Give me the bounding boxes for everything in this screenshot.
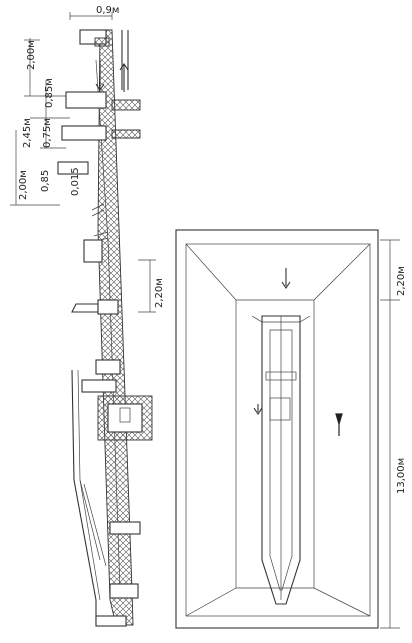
profile-member-1 bbox=[65, 91, 107, 109]
plan-box bbox=[265, 371, 297, 381]
profile-view: 0,9м 2,00м 0,85м 2,45м 0,75м 2,00м 0,85 … bbox=[10, 5, 165, 627]
profile-chamber-slot bbox=[119, 407, 131, 423]
profile-top-cap bbox=[94, 37, 110, 47]
dim-label-0-9: 0,9м bbox=[96, 5, 119, 16]
profile-lip bbox=[71, 303, 99, 313]
profile-member-8 bbox=[109, 521, 141, 535]
profile-member-4 bbox=[83, 239, 103, 263]
dim-label-2-45: 2,45м bbox=[22, 118, 33, 148]
flow-arrow-up bbox=[119, 63, 129, 92]
profile-sloped-base bbox=[97, 29, 134, 626]
profile-member-5 bbox=[97, 299, 119, 315]
plan-hip-bottom bbox=[185, 587, 371, 617]
plan-outer-boundary bbox=[175, 229, 379, 629]
plan-channel-top bbox=[251, 315, 311, 323]
profile-bracket bbox=[111, 99, 141, 111]
plan-grate bbox=[269, 397, 291, 421]
plan-arrow-top bbox=[281, 268, 291, 289]
dim-label-2-00-left: 2,00м bbox=[18, 170, 29, 200]
dim-label-0-85-left: 0,85 bbox=[40, 170, 51, 192]
dim-label-2-20-plan: 2,20м bbox=[396, 266, 407, 296]
plan-view: 2,20м 13,00м bbox=[175, 229, 407, 629]
profile-member-3 bbox=[57, 161, 89, 175]
plan-channel-inner bbox=[269, 329, 293, 591]
profile-inner-slope bbox=[95, 59, 121, 591]
profile-member-2 bbox=[61, 125, 107, 141]
profile-dimensions: 0,9м 2,00м 0,85м 2,45м 0,75м 2,00м 0,85 … bbox=[10, 5, 165, 313]
profile-lower-frame bbox=[71, 369, 97, 625]
profile-diag-1 bbox=[79, 479, 101, 561]
plan-hip-top bbox=[185, 243, 371, 301]
dim-label-0-015: 0,015 bbox=[70, 167, 81, 196]
dim-line-0-9 bbox=[69, 12, 113, 20]
profile-bottom-cap bbox=[95, 615, 127, 627]
profile-chamber-inner bbox=[107, 403, 143, 433]
dim-label-13-00: 13,00м bbox=[396, 458, 407, 494]
dim-label-0-75: 0,75м bbox=[42, 118, 53, 148]
profile-member-6 bbox=[95, 359, 121, 375]
profile-member-9 bbox=[109, 583, 139, 599]
profile-diag-2 bbox=[83, 483, 107, 567]
flow-arrow-down bbox=[95, 60, 105, 91]
dim-label-2-20-profile: 2,20м bbox=[154, 278, 165, 308]
plan-arrow-left bbox=[253, 404, 263, 415]
profile-bracket-2 bbox=[111, 129, 141, 139]
profile-member-7 bbox=[81, 379, 117, 393]
plan-arrow-right bbox=[335, 413, 343, 436]
dim-label-2-00-top: 2,00м bbox=[26, 40, 37, 70]
break-mark-1 bbox=[91, 203, 105, 217]
plan-channel bbox=[261, 315, 301, 605]
dim-label-0-85-top: 0,85м bbox=[44, 78, 55, 108]
plan-inner-boundary bbox=[185, 243, 371, 617]
